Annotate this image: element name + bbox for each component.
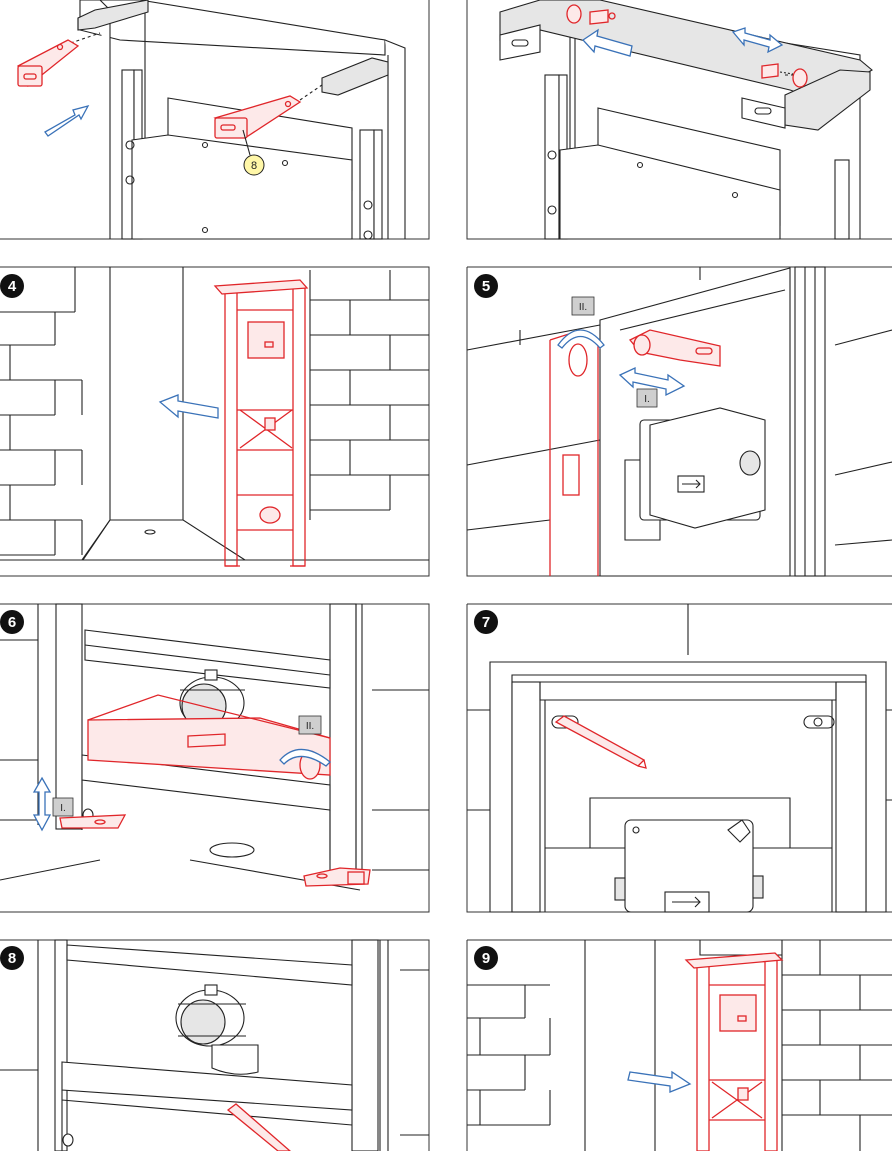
step-number: 4 <box>8 278 17 295</box>
frame-illustration <box>489 661 887 913</box>
panel-step-4: 4 <box>0 266 430 577</box>
step-badge: 5 <box>474 274 498 298</box>
step-number: 8 <box>8 950 16 967</box>
frame-illustration <box>0 939 429 1151</box>
red-cross-bar <box>87 694 331 780</box>
tag-slide: I. <box>636 388 658 408</box>
red-pencil <box>226 1103 291 1151</box>
callout-number: 8 <box>251 160 257 172</box>
blue-arrow-vertical <box>32 776 52 832</box>
red-bolt-right <box>761 63 808 88</box>
tag-label: I. <box>644 394 650 405</box>
blue-arrow-double <box>618 366 686 397</box>
step-badge: 6 <box>0 610 24 634</box>
blue-arrow-pull <box>627 1070 692 1093</box>
tag-label: II. <box>306 721 314 732</box>
blue-arrow-left <box>582 28 633 57</box>
brick-wall-left <box>0 267 111 561</box>
step-number: 9 <box>482 950 490 967</box>
blue-rotate-arrow <box>279 748 331 767</box>
blue-arrow-double <box>731 27 784 54</box>
tag-rotate: II. <box>571 296 595 316</box>
step-badge: 8 <box>0 946 24 970</box>
frame-illustration <box>64 0 406 240</box>
step-badge: 9 <box>474 946 498 970</box>
step-badge: 7 <box>474 610 498 634</box>
brick-wall-left <box>467 940 586 1151</box>
wall-tiles <box>466 267 892 546</box>
tag-height: I. <box>52 797 74 817</box>
blue-rotate-arrow <box>557 329 605 349</box>
tag-label: II. <box>579 302 587 313</box>
panel-step-prev-b <box>466 0 892 240</box>
frame-illustration <box>499 0 873 240</box>
blue-arrow-push <box>158 394 219 419</box>
panel-step-prev-a: 8 <box>0 0 430 240</box>
step-number: 7 <box>482 614 490 631</box>
red-frame-module <box>213 279 309 567</box>
brick-wall-right <box>654 940 892 1151</box>
tag-rotate: II. <box>298 715 322 735</box>
red-frame-module <box>684 952 784 1151</box>
panel-step-5: 5 <box>466 266 892 577</box>
red-bracket-right <box>213 95 302 139</box>
panel-step-6: 6 <box>0 603 430 913</box>
red-foot-right <box>303 867 371 887</box>
tag-label: I. <box>60 803 66 814</box>
panel-step-8: 8 <box>0 939 430 1151</box>
red-foot-left <box>59 814 127 829</box>
blue-arrow-insert <box>44 104 90 137</box>
step-number: 6 <box>8 614 16 631</box>
red-bracket <box>628 329 721 367</box>
callout-badge: 8 <box>242 129 265 176</box>
panel-step-9: 9 <box>466 939 892 1151</box>
red-bracket-left <box>17 39 80 88</box>
red-pencil <box>554 715 647 769</box>
brick-wall-right <box>0 267 429 561</box>
red-side-rail <box>549 331 599 576</box>
panel-step-7: 7 <box>466 603 892 913</box>
step-number: 5 <box>482 278 490 295</box>
red-bolt-left <box>566 4 616 25</box>
step-badge: 4 <box>0 274 24 298</box>
frame-post <box>599 266 826 577</box>
frame-illustration <box>37 603 363 877</box>
